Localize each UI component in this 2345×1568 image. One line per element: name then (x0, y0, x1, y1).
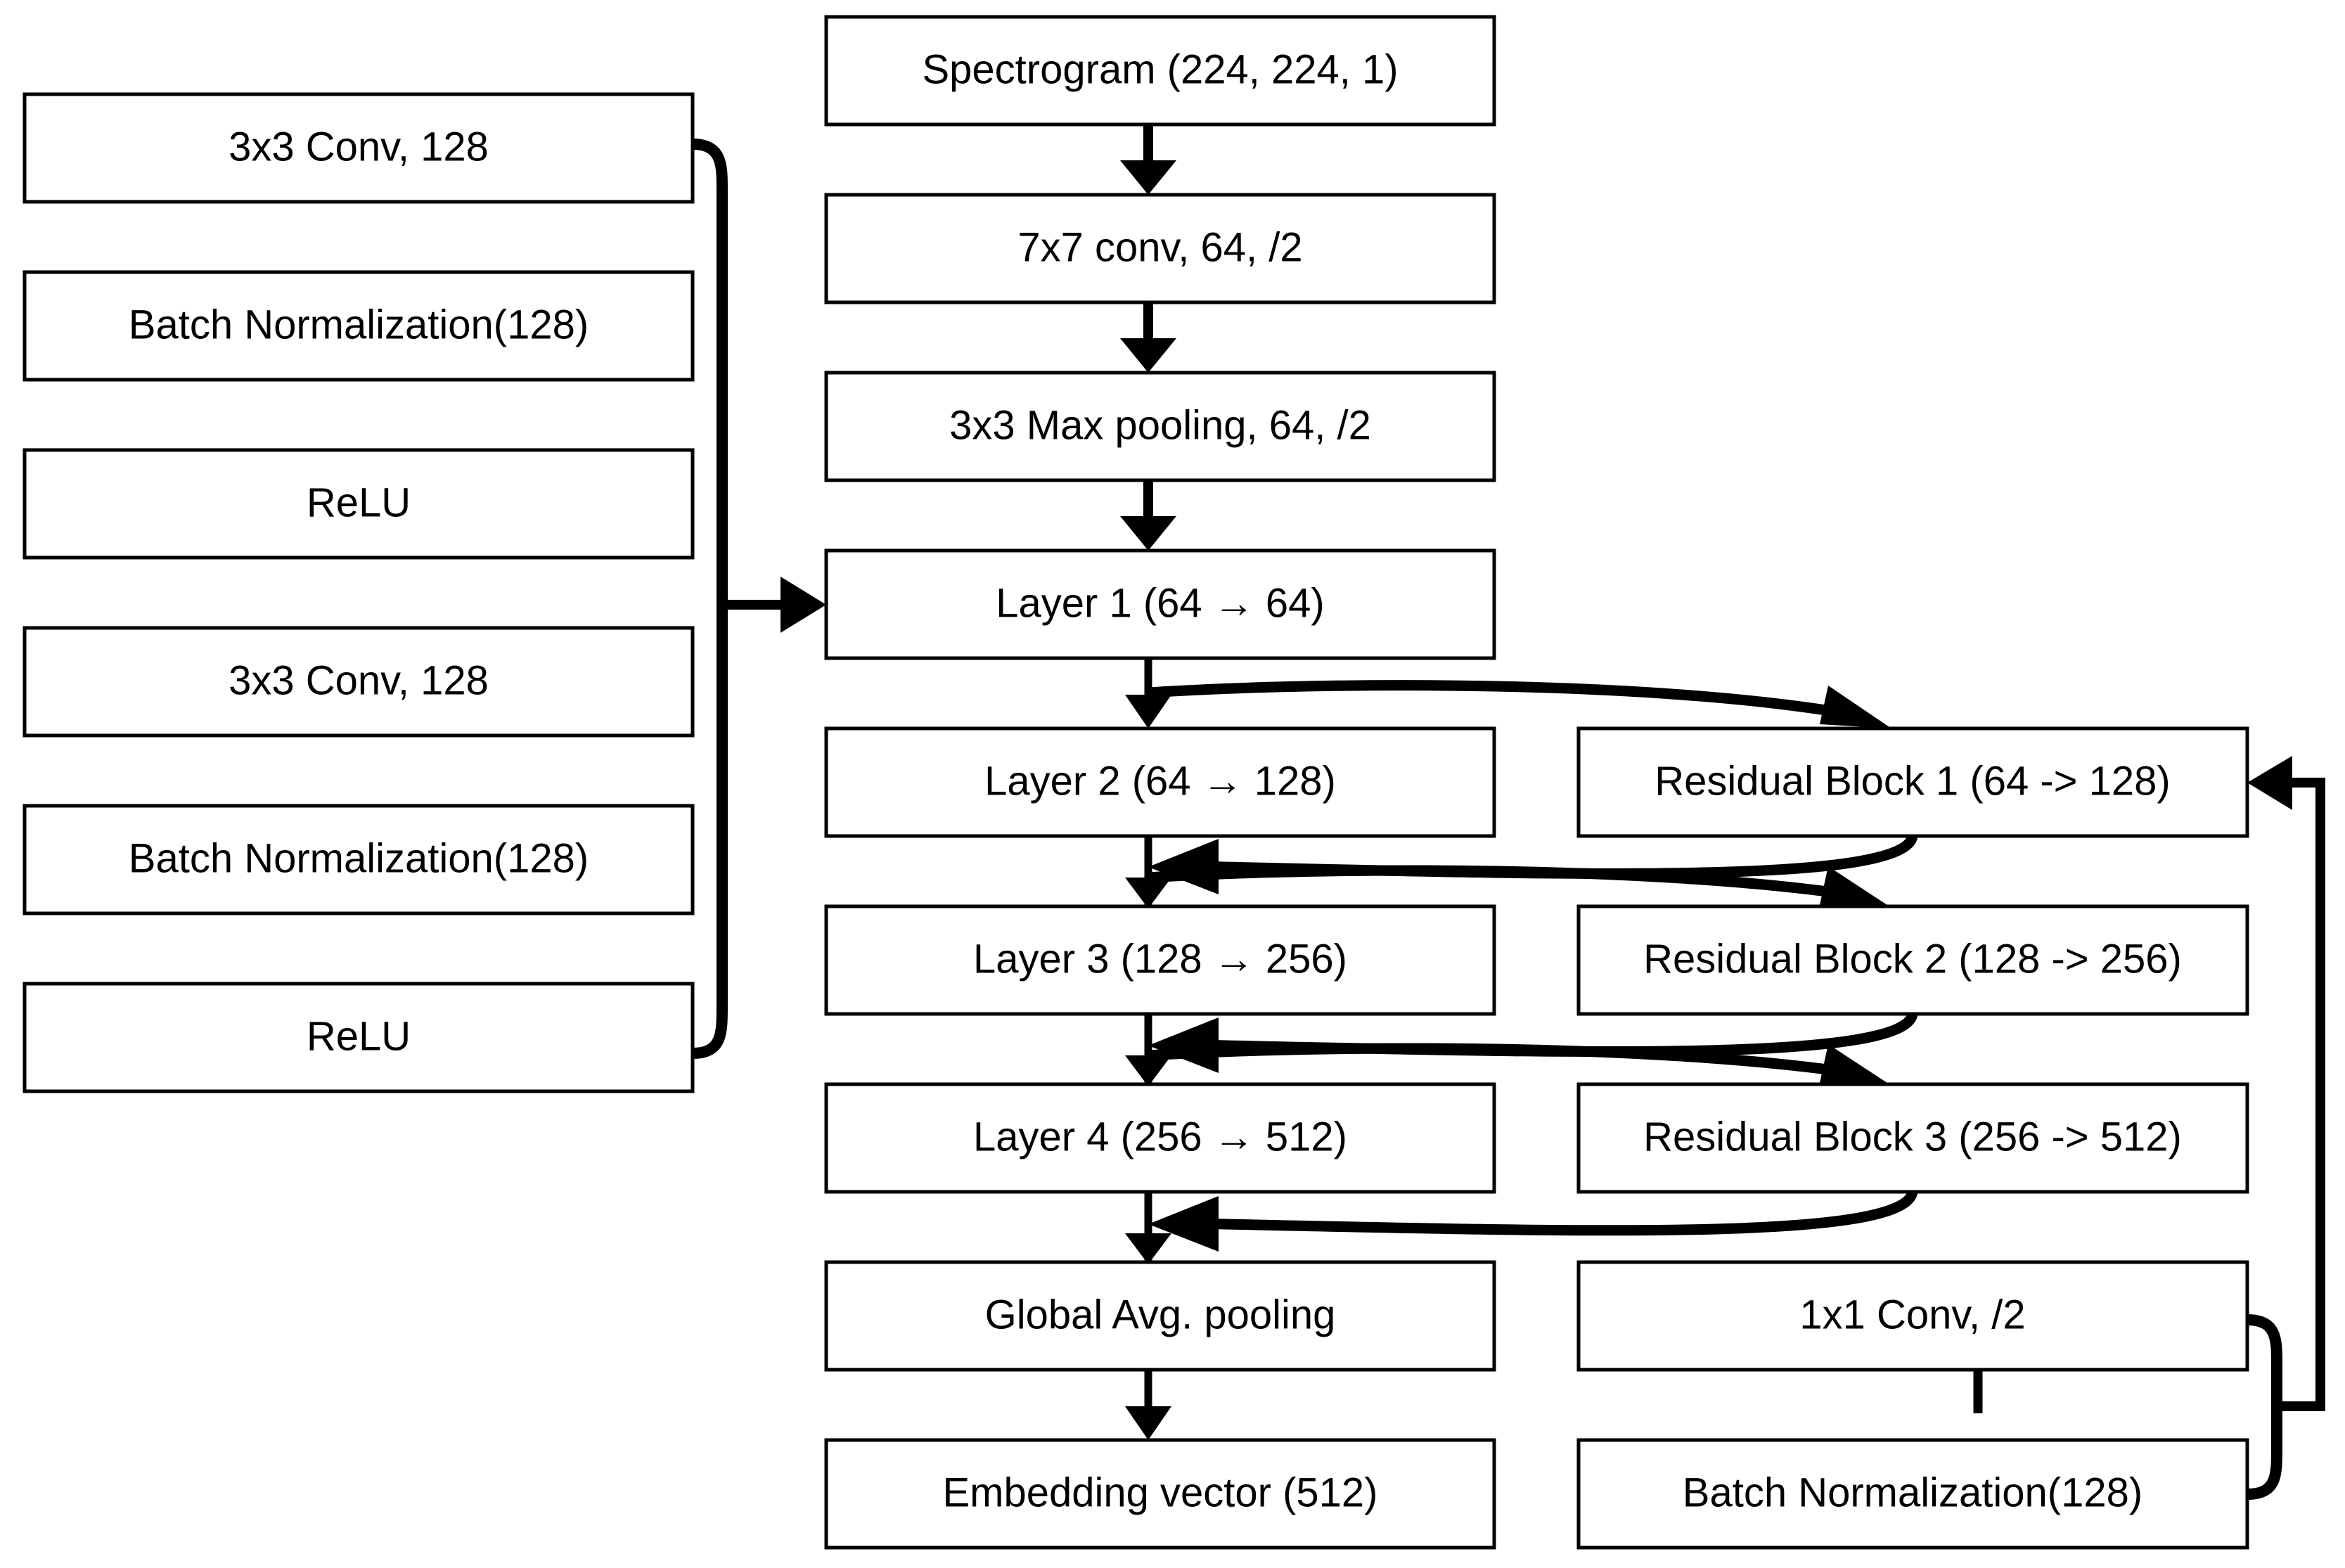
box-layer3[interactable]: Layer 3 (128 → 256) (824, 904, 1496, 1016)
box-rb-conv-2-label: 3x3 Conv, 128 (229, 657, 489, 703)
box-embedding-label: Embedding vector (512) (943, 1470, 1378, 1515)
box-resblock3-label: Residual Block 3 (256 -> 512) (1643, 1114, 2182, 1159)
residual-block-detail-brace (692, 139, 728, 1059)
downsample-brace (2247, 1314, 2282, 1500)
box-rb-relu-1-label: ReLU (307, 480, 411, 525)
box-resblock1[interactable]: Residual Block 1 (64 -> 128) (1576, 726, 2249, 838)
box-layer1[interactable]: Layer 1 (64 → 64) (824, 548, 1496, 660)
box-conv1x1[interactable]: 1x1 Conv, /2 (1576, 1260, 2249, 1372)
layer1-to-resblock1-curve (1148, 680, 1891, 728)
box-resblock2-label: Residual Block 2 (128 -> 256) (1643, 936, 2182, 982)
box-rb-conv-1[interactable]: 3x3 Conv, 128 (23, 92, 695, 204)
main-pipeline-group: Spectrogram (224, 224, 1) 7x7 conv, 64, … (824, 15, 1496, 1550)
box-layer4-label: Layer 4 (256 → 512) (973, 1114, 1347, 1159)
detail-to-layer1-arrow (722, 577, 826, 633)
box-conv7x7-label: 7x7 conv, 64, /2 (1017, 224, 1302, 270)
box-embedding[interactable]: Embedding vector (512) (824, 1438, 1496, 1550)
box-maxpool3x3[interactable]: 3x3 Max pooling, 64, /2 (824, 371, 1496, 482)
box-spectrogram-label: Spectrogram (224, 224, 1) (922, 46, 1398, 92)
layer2-to-resblock2-curve (1148, 865, 1891, 908)
box-gap-label: Global Avg. pooling (985, 1292, 1336, 1337)
box-rb-relu-2[interactable]: ReLU (23, 982, 695, 1093)
layer3-to-layer4-arrowhead (1125, 1055, 1171, 1086)
box-resblock1-label: Residual Block 1 (64 -> 128) (1655, 758, 2170, 804)
box-rb-bn-2[interactable]: Batch Normalization(128) (23, 804, 695, 915)
spectrogram-to-conv-arrow (1120, 124, 1176, 195)
resblock3-to-gap-curve (1148, 1190, 1918, 1252)
shortcut-column-group: Residual Block 1 (64 -> 128) Residual Bl… (1576, 726, 2249, 1550)
box-maxpool3x3-label: 3x3 Max pooling, 64, /2 (949, 402, 1371, 448)
box-layer2[interactable]: Layer 2 (64 → 128) (824, 726, 1496, 838)
box-resblock2[interactable]: Residual Block 2 (128 -> 256) (1576, 904, 2249, 1016)
layer2-to-layer3-arrowhead (1125, 878, 1171, 908)
layer4-to-gap-arrowhead (1125, 1233, 1171, 1264)
maxpool-to-layer1-arrow (1120, 480, 1176, 551)
box-rb-relu-2-label: ReLU (307, 1013, 411, 1059)
residual-block-detail-group: 3x3 Conv, 128 Batch Normalization(128) R… (23, 92, 826, 1093)
box-layer2-label: Layer 2 (64 → 128) (984, 758, 1336, 804)
box-gap[interactable]: Global Avg. pooling (824, 1260, 1496, 1372)
box-downsample-bn[interactable]: Batch Normalization(128) (1576, 1438, 2249, 1550)
box-rb-conv-2[interactable]: 3x3 Conv, 128 (23, 626, 695, 738)
box-rb-bn-2-label: Batch Normalization(128) (129, 835, 589, 881)
box-layer3-label: Layer 3 (128 → 256) (973, 936, 1347, 982)
downsample-to-resblock1-arrow (2247, 756, 2325, 1411)
box-spectrogram[interactable]: Spectrogram (224, 224, 1) (824, 15, 1496, 127)
box-rb-bn-1-label: Batch Normalization(128) (129, 302, 589, 347)
box-downsample-bn-label: Batch Normalization(128) (1683, 1470, 2142, 1515)
box-rb-relu-1[interactable]: ReLU (23, 448, 695, 560)
conv-to-maxpool-arrow (1120, 302, 1176, 373)
layer1-to-layer2-arrow (1125, 658, 1171, 728)
connectors-group (1120, 124, 2325, 1500)
layer3-to-resblock3-curve (1148, 1043, 1891, 1086)
box-layer1-label: Layer 1 (64 → 64) (996, 580, 1324, 626)
box-conv7x7[interactable]: 7x7 conv, 64, /2 (824, 193, 1496, 304)
box-rb-bn-1[interactable]: Batch Normalization(128) (23, 270, 695, 382)
box-layer4[interactable]: Layer 4 (256 → 512) (824, 1082, 1496, 1194)
box-conv1x1-label: 1x1 Conv, /2 (1799, 1292, 2025, 1337)
gap-to-embedding-arrow (1125, 1370, 1171, 1440)
box-rb-conv-1-label: 3x3 Conv, 128 (229, 124, 489, 169)
box-resblock3[interactable]: Residual Block 3 (256 -> 512) (1576, 1082, 2249, 1194)
